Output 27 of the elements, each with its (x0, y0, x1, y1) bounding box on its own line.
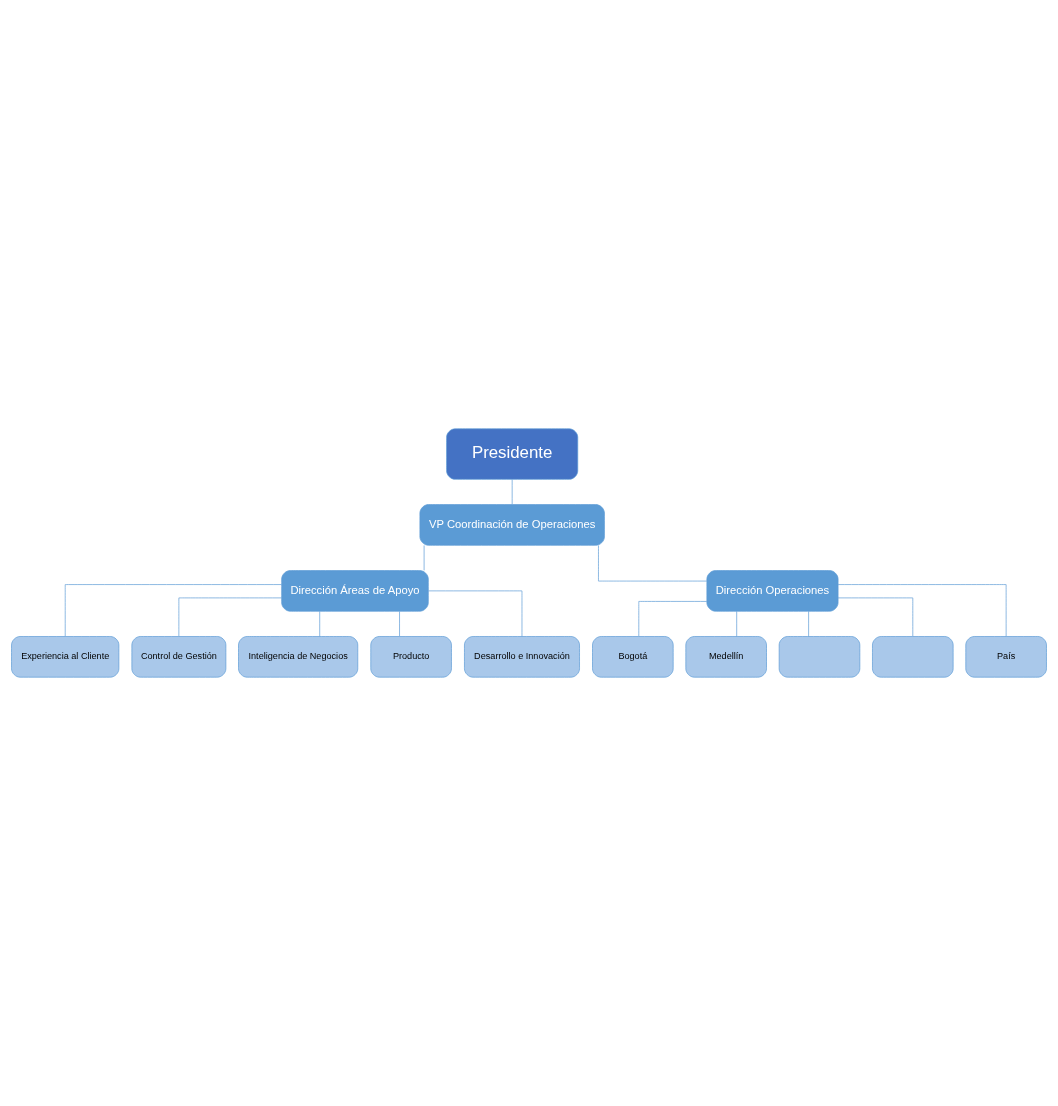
node-box: Dirección Operaciones (706, 570, 839, 612)
node-box: Bogotá (592, 636, 674, 678)
connector (837, 597, 914, 637)
connector (808, 611, 809, 637)
connector (64, 584, 282, 637)
node-box (778, 636, 861, 678)
node-box: Experiencia al Cliente (11, 636, 120, 678)
node-box: Inteligencia de Negocios (238, 636, 359, 678)
node-box (872, 636, 954, 678)
node-box: Dirección Áreas de Apoyo (281, 570, 429, 612)
node-box: Medellín (685, 636, 767, 678)
connector (399, 611, 400, 637)
connector (178, 597, 282, 637)
connector (319, 611, 321, 637)
node-box: Presidente (446, 428, 579, 480)
connector (837, 584, 1007, 637)
connector (511, 479, 513, 505)
node-box: VP Coordinación de Operaciones (419, 504, 605, 546)
connector (598, 545, 708, 582)
node-box: Control de Gestión (131, 636, 227, 678)
node-box: Desarrollo e Innovación (464, 636, 580, 678)
node-box: País (965, 636, 1047, 678)
connector (736, 611, 738, 637)
node-box: Producto (370, 636, 452, 678)
connector (428, 590, 523, 637)
connector (638, 601, 708, 637)
connector (423, 545, 425, 571)
